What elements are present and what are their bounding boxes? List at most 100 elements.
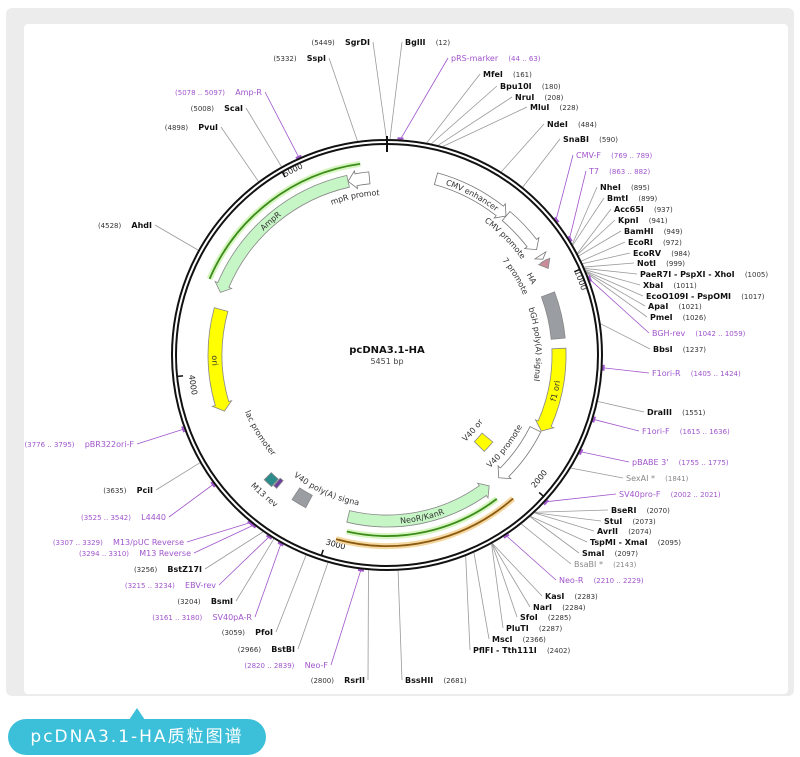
site-position: (863 .. 882) [609,168,650,176]
restriction-site-label[interactable]: NdeI (484) [547,112,597,131]
restriction-site-label[interactable]: EcoRI (972) [628,230,682,249]
restriction-site-label[interactable]: (5008) ScaI [191,96,243,115]
restriction-site-label[interactable]: NruI (208) [515,85,564,104]
restriction-site-label[interactable]: (3635) PciI [103,478,153,497]
restriction-site-label[interactable]: (2800) RsrII [311,668,365,687]
restriction-site-label[interactable]: NheI (895) [600,175,650,194]
site-position: (2210 .. 2229) [594,577,644,585]
primer-label[interactable]: (3215 .. 3234) EBV-rev [125,573,216,592]
restriction-site-label[interactable]: NotI (999) [637,251,685,270]
restriction-site-label[interactable]: BssHII (2681) [405,668,467,687]
leader-line [530,516,588,543]
site-position: (2820 .. 2839) [244,662,294,670]
restriction-site-label[interactable]: SnaBI (590) [563,127,618,146]
site-position: (895) [631,184,650,192]
restriction-site-label[interactable]: TspMI - XmaI (2095) [590,530,681,549]
restriction-site-label[interactable]: SfoI (2285) [520,605,571,624]
primer-label[interactable]: CMV-F (769 .. 789) [576,143,653,162]
feature-neor-kanr[interactable] [346,482,490,528]
primer-label[interactable]: pBABE 3' (1755 .. 1775) [632,450,729,469]
leader-line [584,262,635,268]
primer-label[interactable]: pRS-marker (44 .. 63) [451,46,541,65]
feature-bgh-poly-a-signal[interactable] [540,291,566,340]
primer-label[interactable]: Neo-R (2210 .. 2229) [559,568,644,587]
restriction-site-label[interactable]: KasI (2283) [545,584,598,603]
restriction-site-label[interactable]: KpnI (941) [618,208,668,227]
primer-label[interactable]: (2820 .. 2839) Neo-F [244,653,328,672]
feature-lac-promoter[interactable] [263,472,279,488]
leader-line [136,428,185,445]
primer-label[interactable]: (3161 .. 3180) SV40pA-R [152,605,252,624]
primer-mark [357,569,365,572]
feature-sv40-promoter[interactable] [497,426,542,480]
feature-cmv-enhancer[interactable] [433,172,507,219]
restriction-site-label[interactable]: (3059) PfoI [222,620,273,639]
restriction-site-label[interactable]: PmeI (1026) [650,305,706,324]
primer-mark [181,426,186,433]
restriction-site-label[interactable]: MscI (2366) [492,627,546,646]
primer-mark [210,481,216,488]
restriction-site-label[interactable]: DraIII (1551) [647,400,706,419]
restriction-site-label[interactable]: XbaI (1011) [643,273,697,292]
feature-ha[interactable] [537,257,551,269]
restriction-site-label[interactable]: BmtI (899) [607,186,657,205]
restriction-site-label[interactable]: StuI (2073) [604,509,656,528]
primer-label[interactable]: (5078 .. 5097) Amp-R [175,80,262,99]
primer-label[interactable]: (3525 .. 3542) L4440 [81,505,166,524]
site-position: (161) [513,71,532,79]
site-position: (2097) [615,550,639,558]
primer-label[interactable]: T7 (863 .. 882) [588,159,651,178]
restriction-site-label[interactable]: (2966) BstBI [238,637,295,656]
restriction-site-label[interactable]: (4898) PvuI [165,115,218,134]
feature-cmv-promoter[interactable] [501,210,540,251]
restriction-site-label[interactable]: Acc65I (937) [614,197,673,216]
restriction-site-label[interactable]: EcoRV (984) [633,241,690,260]
feature-t7-promoter[interactable] [533,250,547,260]
leader-line [492,543,543,597]
restriction-site-label[interactable]: PluTI (2287) [506,616,562,635]
restriction-site-label[interactable]: (4528) AhdI [98,213,152,232]
primer-label[interactable]: (3294 .. 3310) M13 Reverse [79,541,191,560]
restriction-site-label[interactable]: (5332) SspI [273,46,326,65]
site-name: EcoO109I - PspOMI [646,292,731,301]
map-panel [6,8,794,696]
site-name: L4440 [141,513,166,522]
restriction-site-label[interactable]: ApaI (1021) [648,294,702,313]
primer-label[interactable]: SV40pro-F (2002 .. 2021) [619,482,721,501]
restriction-site-label[interactable]: PaeR7I - PspXI - XhoI (1005) [640,262,768,281]
restriction-site-label[interactable]: NarI (2284) [533,595,586,614]
restriction-site-label[interactable]: Bpu10I (180) [500,74,561,93]
restriction-site-label[interactable]: BamHI (949) [624,219,683,238]
caption-pointer [129,708,145,720]
leader-line [577,208,612,254]
primer-label[interactable]: BGH-rev (1042 .. 1059) [652,321,746,340]
restriction-site-label[interactable]: AvrII (2074) [597,519,652,538]
restriction-site-label[interactable]: BsaBI * (2143) [574,552,637,571]
restriction-site-label[interactable]: MfeI (161) [483,62,532,81]
site-name: Neo-F [305,661,329,670]
site-position: (3294 .. 3310) [79,550,129,558]
restriction-site-label[interactable]: SexAI * (1841) [626,466,689,485]
restriction-site-label[interactable]: (3256) BstZ17I [134,557,202,576]
restriction-site-label[interactable]: (5449) SgrDI [311,30,370,49]
primer-label[interactable]: F1ori-F (1615 .. 1636) [642,419,730,438]
primer-label[interactable]: (3776 .. 3795) pBR322ori-F [25,432,135,451]
feature-ori[interactable] [207,307,233,412]
restriction-site-label[interactable]: BseRI (2070) [611,498,670,517]
restriction-site-label[interactable]: BglII (12) [405,30,450,49]
restriction-site-label[interactable]: PflFI - Tth111I (2402) [473,638,570,657]
feature-m13-rev[interactable] [273,477,284,489]
feature-sv40-ori[interactable] [473,432,494,452]
feature-sv40-poly-a-signal[interactable] [291,487,313,509]
restriction-site-label[interactable]: BbsI (1237) [653,337,706,356]
restriction-site-label[interactable]: MluI (228) [530,95,579,114]
feature-f1-ori[interactable] [534,347,567,432]
primer-label[interactable]: F1ori-R (1405 .. 1424) [652,361,741,380]
primer-label[interactable]: (3307 .. 3329) M13/pUC Reverse [53,530,184,549]
restriction-site-label[interactable]: SmaI (2097) [582,541,638,560]
feature-ampr[interactable] [214,174,350,293]
leader-line [473,552,490,640]
restriction-site-label[interactable]: (3204) BsmI [177,589,233,608]
restriction-site-label[interactable]: EcoO109I - PspOMI (1017) [646,284,765,303]
feature-ampr-promoter[interactable] [347,169,371,190]
